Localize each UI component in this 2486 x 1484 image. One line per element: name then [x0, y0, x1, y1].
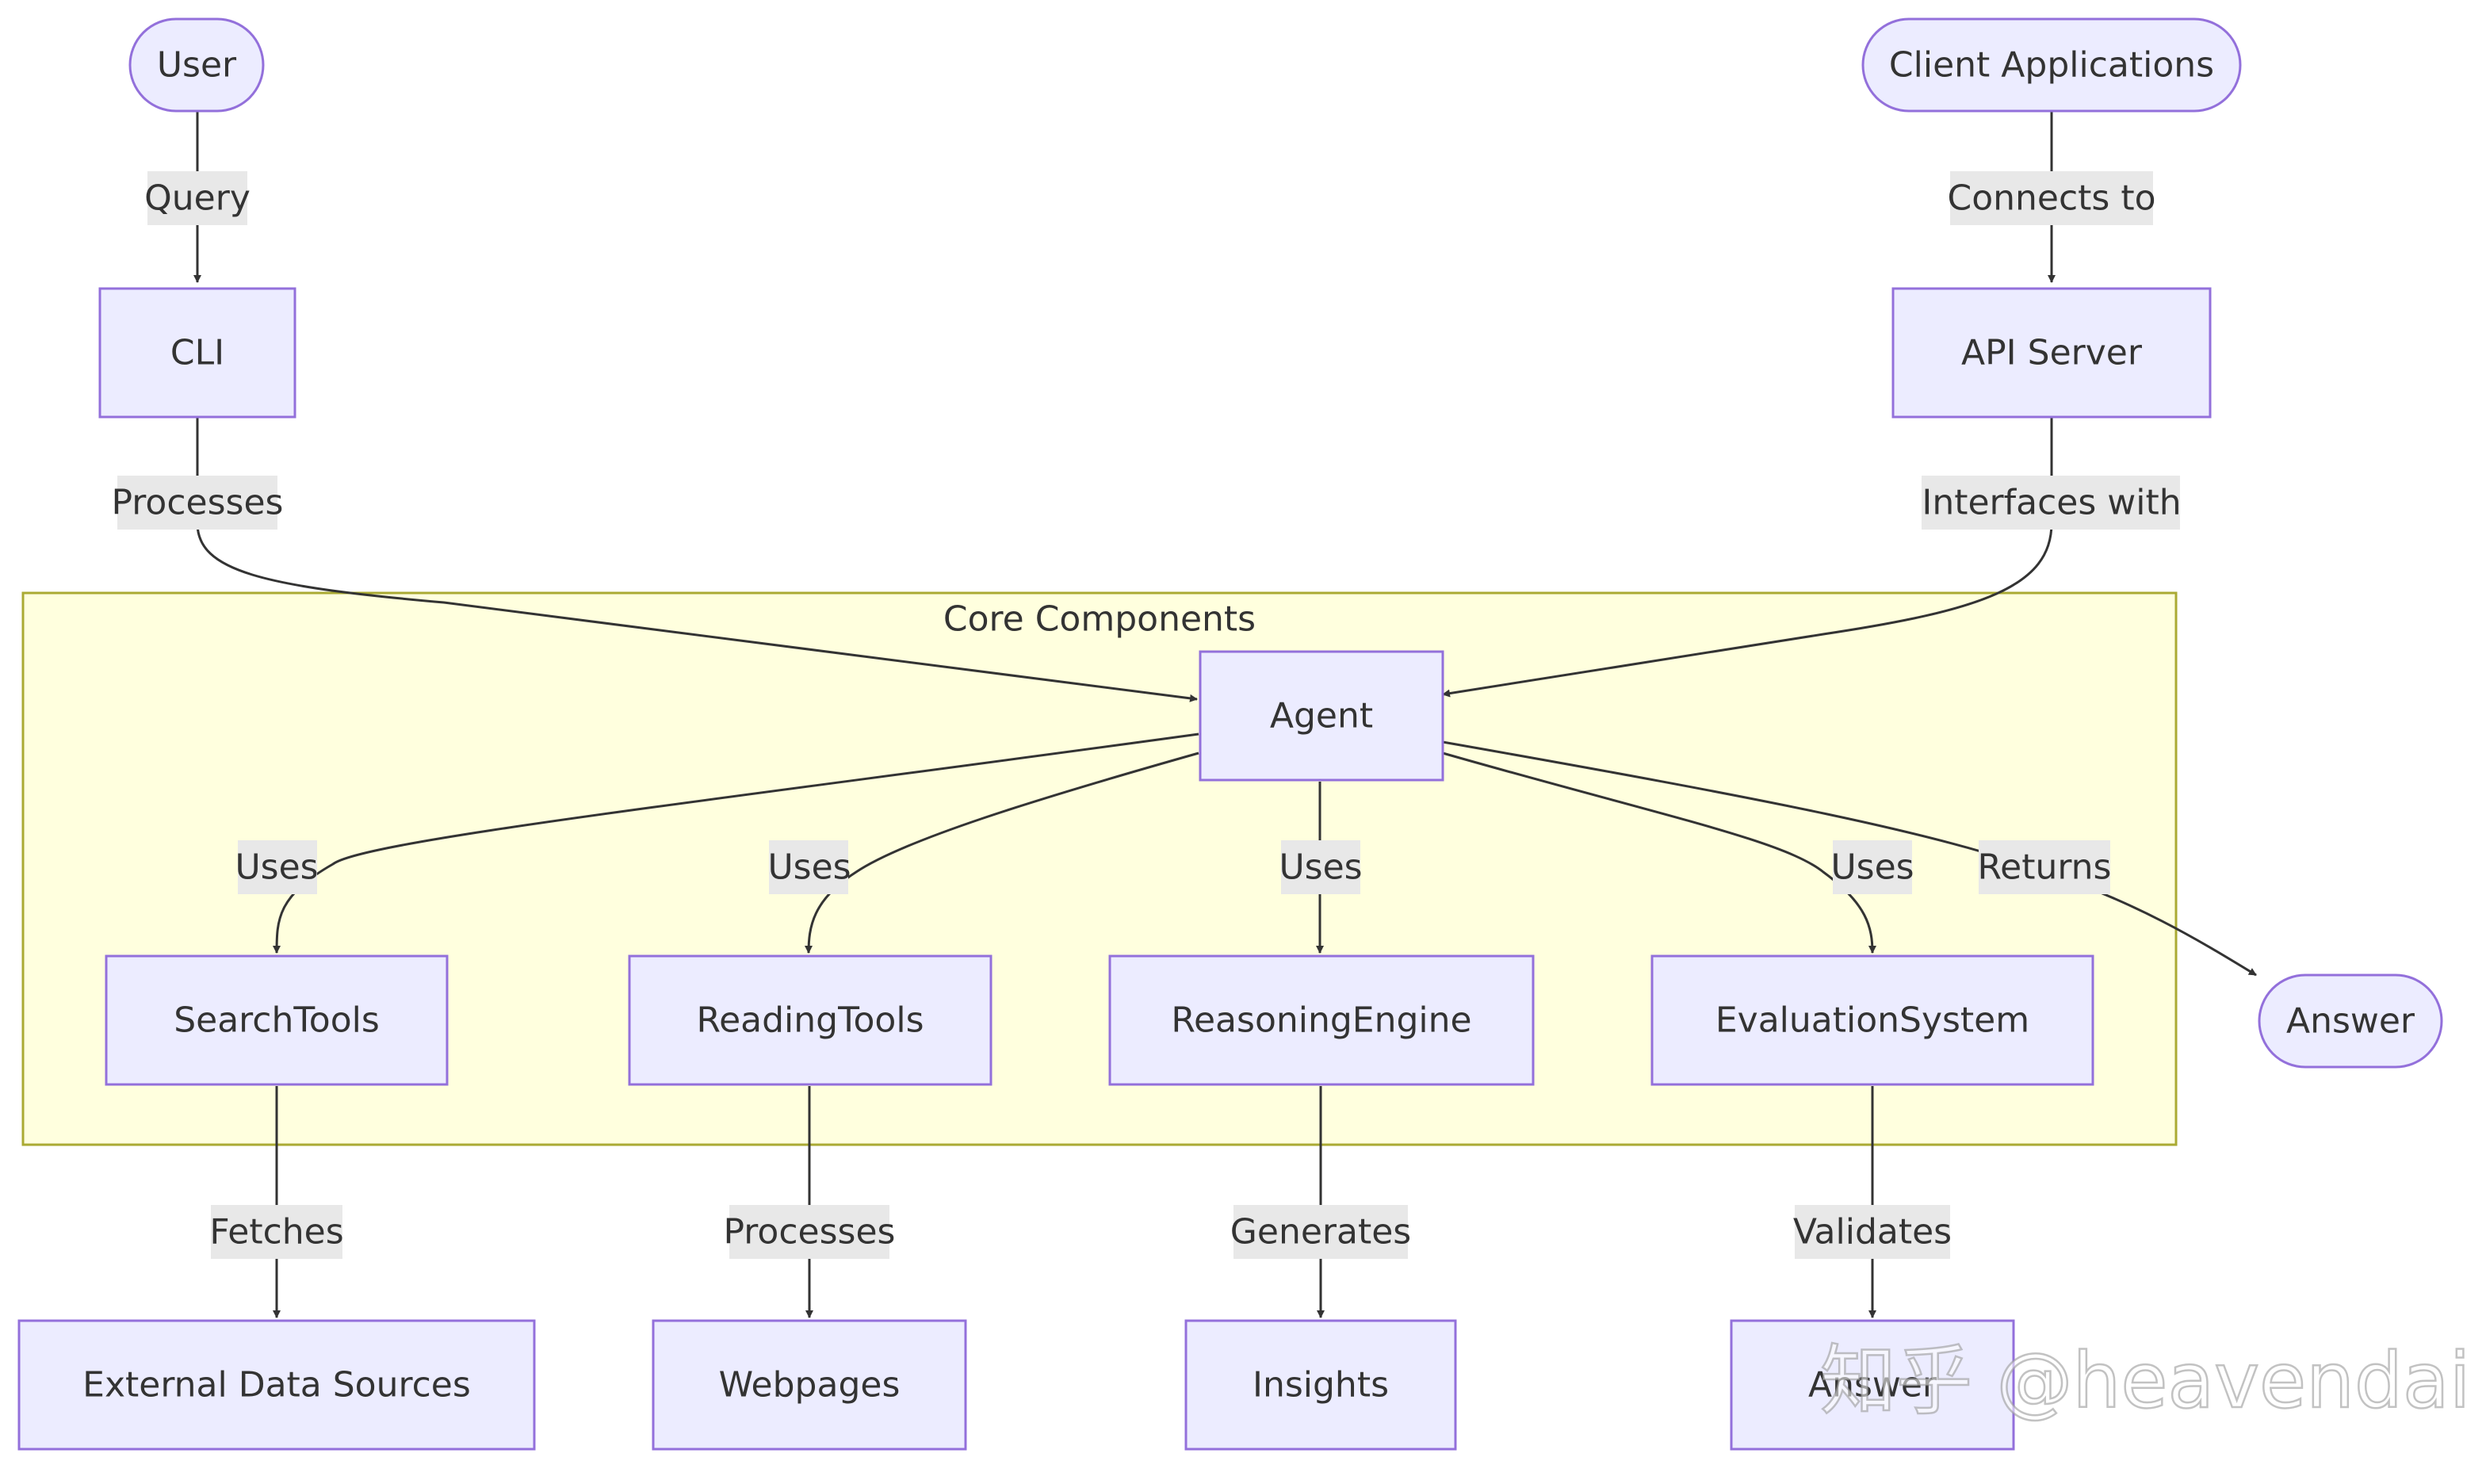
node-cli[interactable]: CLI	[98, 287, 296, 419]
node-answer-validated[interactable]: Answer	[1730, 1319, 2015, 1451]
svg-text:API Server: API Server	[1961, 333, 2143, 373]
node-client-applications[interactable]: Client Applications	[1861, 17, 2242, 113]
edge-agent-search	[273, 732, 1199, 954]
svg-text:Agent: Agent	[1270, 696, 1373, 736]
node-webpages[interactable]: Webpages	[652, 1319, 967, 1451]
node-reasoning-engine[interactable]: ReasoningEngine	[1108, 954, 1535, 1086]
svg-text:Client Applications: Client Applications	[1889, 45, 2214, 86]
svg-text:External Data Sources: External Data Sources	[82, 1365, 471, 1406]
edge-label-uses-reasoning: Uses	[1279, 840, 1363, 894]
svg-text:Webpages: Webpages	[719, 1365, 901, 1406]
svg-text:Returns: Returns	[1978, 847, 2112, 888]
svg-text:User: User	[157, 45, 237, 86]
node-search-tools[interactable]: SearchTools	[105, 954, 449, 1086]
edge-cli-agent	[196, 417, 1198, 702]
node-user[interactable]: User	[128, 17, 265, 113]
svg-text:Uses: Uses	[767, 847, 851, 888]
nodes: User Client Applications CLI API Server …	[17, 17, 2443, 1451]
svg-text:Generates: Generates	[1230, 1212, 1411, 1253]
edge-label-uses-search: Uses	[235, 840, 319, 894]
svg-text:Answer: Answer	[2286, 1001, 2415, 1042]
edge-labels: Query Connects to Processes Interfaces w…	[112, 171, 2182, 1259]
svg-text:Query: Query	[144, 178, 251, 219]
svg-text:Answer: Answer	[1808, 1365, 1937, 1406]
node-agent[interactable]: Agent	[1199, 650, 1444, 782]
watermark: 知乎 @heavendai	[1820, 1337, 2470, 1425]
svg-text:Uses: Uses	[1830, 847, 1914, 888]
svg-text:Processes: Processes	[112, 483, 284, 523]
edge-label-uses-evaluation: Uses	[1830, 840, 1914, 894]
node-evaluation-system[interactable]: EvaluationSystem	[1650, 954, 2094, 1086]
svg-text:SearchTools: SearchTools	[174, 1000, 380, 1041]
edge-label-query: Query	[144, 171, 251, 225]
edge-label-connects-to: Connects to	[1947, 171, 2156, 225]
svg-text:ReadingTools: ReadingTools	[697, 1000, 924, 1041]
node-reading-tools[interactable]: ReadingTools	[628, 954, 992, 1086]
edge-agent-reading	[805, 752, 1199, 954]
edge-agent-evaluation	[1442, 752, 1876, 954]
edge-label-interfaces-with: Interfaces with	[1922, 476, 2182, 530]
node-external-data-sources[interactable]: External Data Sources	[17, 1319, 536, 1451]
node-answer-output[interactable]: Answer	[2258, 973, 2443, 1069]
edge-label-cli-processes: Processes	[112, 476, 284, 530]
edge-label-uses-reading: Uses	[767, 840, 851, 894]
svg-text:Interfaces with: Interfaces with	[1922, 483, 2181, 523]
svg-text:Fetches: Fetches	[209, 1212, 343, 1253]
edge-label-returns: Returns	[1978, 840, 2112, 894]
svg-text:Uses: Uses	[1279, 847, 1362, 888]
edge-label-fetches: Fetches	[209, 1205, 344, 1259]
svg-text:Insights: Insights	[1253, 1365, 1389, 1406]
svg-text:Validates: Validates	[1793, 1212, 1952, 1253]
cluster-title: Core Components	[943, 599, 1256, 640]
svg-text:Connects to: Connects to	[1947, 178, 2155, 219]
svg-text:Processes: Processes	[724, 1212, 896, 1253]
svg-text:EvaluationSystem: EvaluationSystem	[1715, 1000, 2029, 1041]
edge-label-validates: Validates	[1793, 1205, 1952, 1259]
svg-text:ReasoningEngine: ReasoningEngine	[1171, 1000, 1471, 1041]
edge-label-generates: Generates	[1230, 1205, 1411, 1259]
edge-label-reading-processes: Processes	[724, 1205, 896, 1259]
node-api-server[interactable]: API Server	[1891, 287, 2212, 419]
svg-text:Uses: Uses	[235, 847, 318, 888]
svg-text:CLI: CLI	[170, 333, 224, 373]
edge-api-agent	[1442, 417, 2053, 698]
node-insights[interactable]: Insights	[1184, 1319, 1457, 1451]
